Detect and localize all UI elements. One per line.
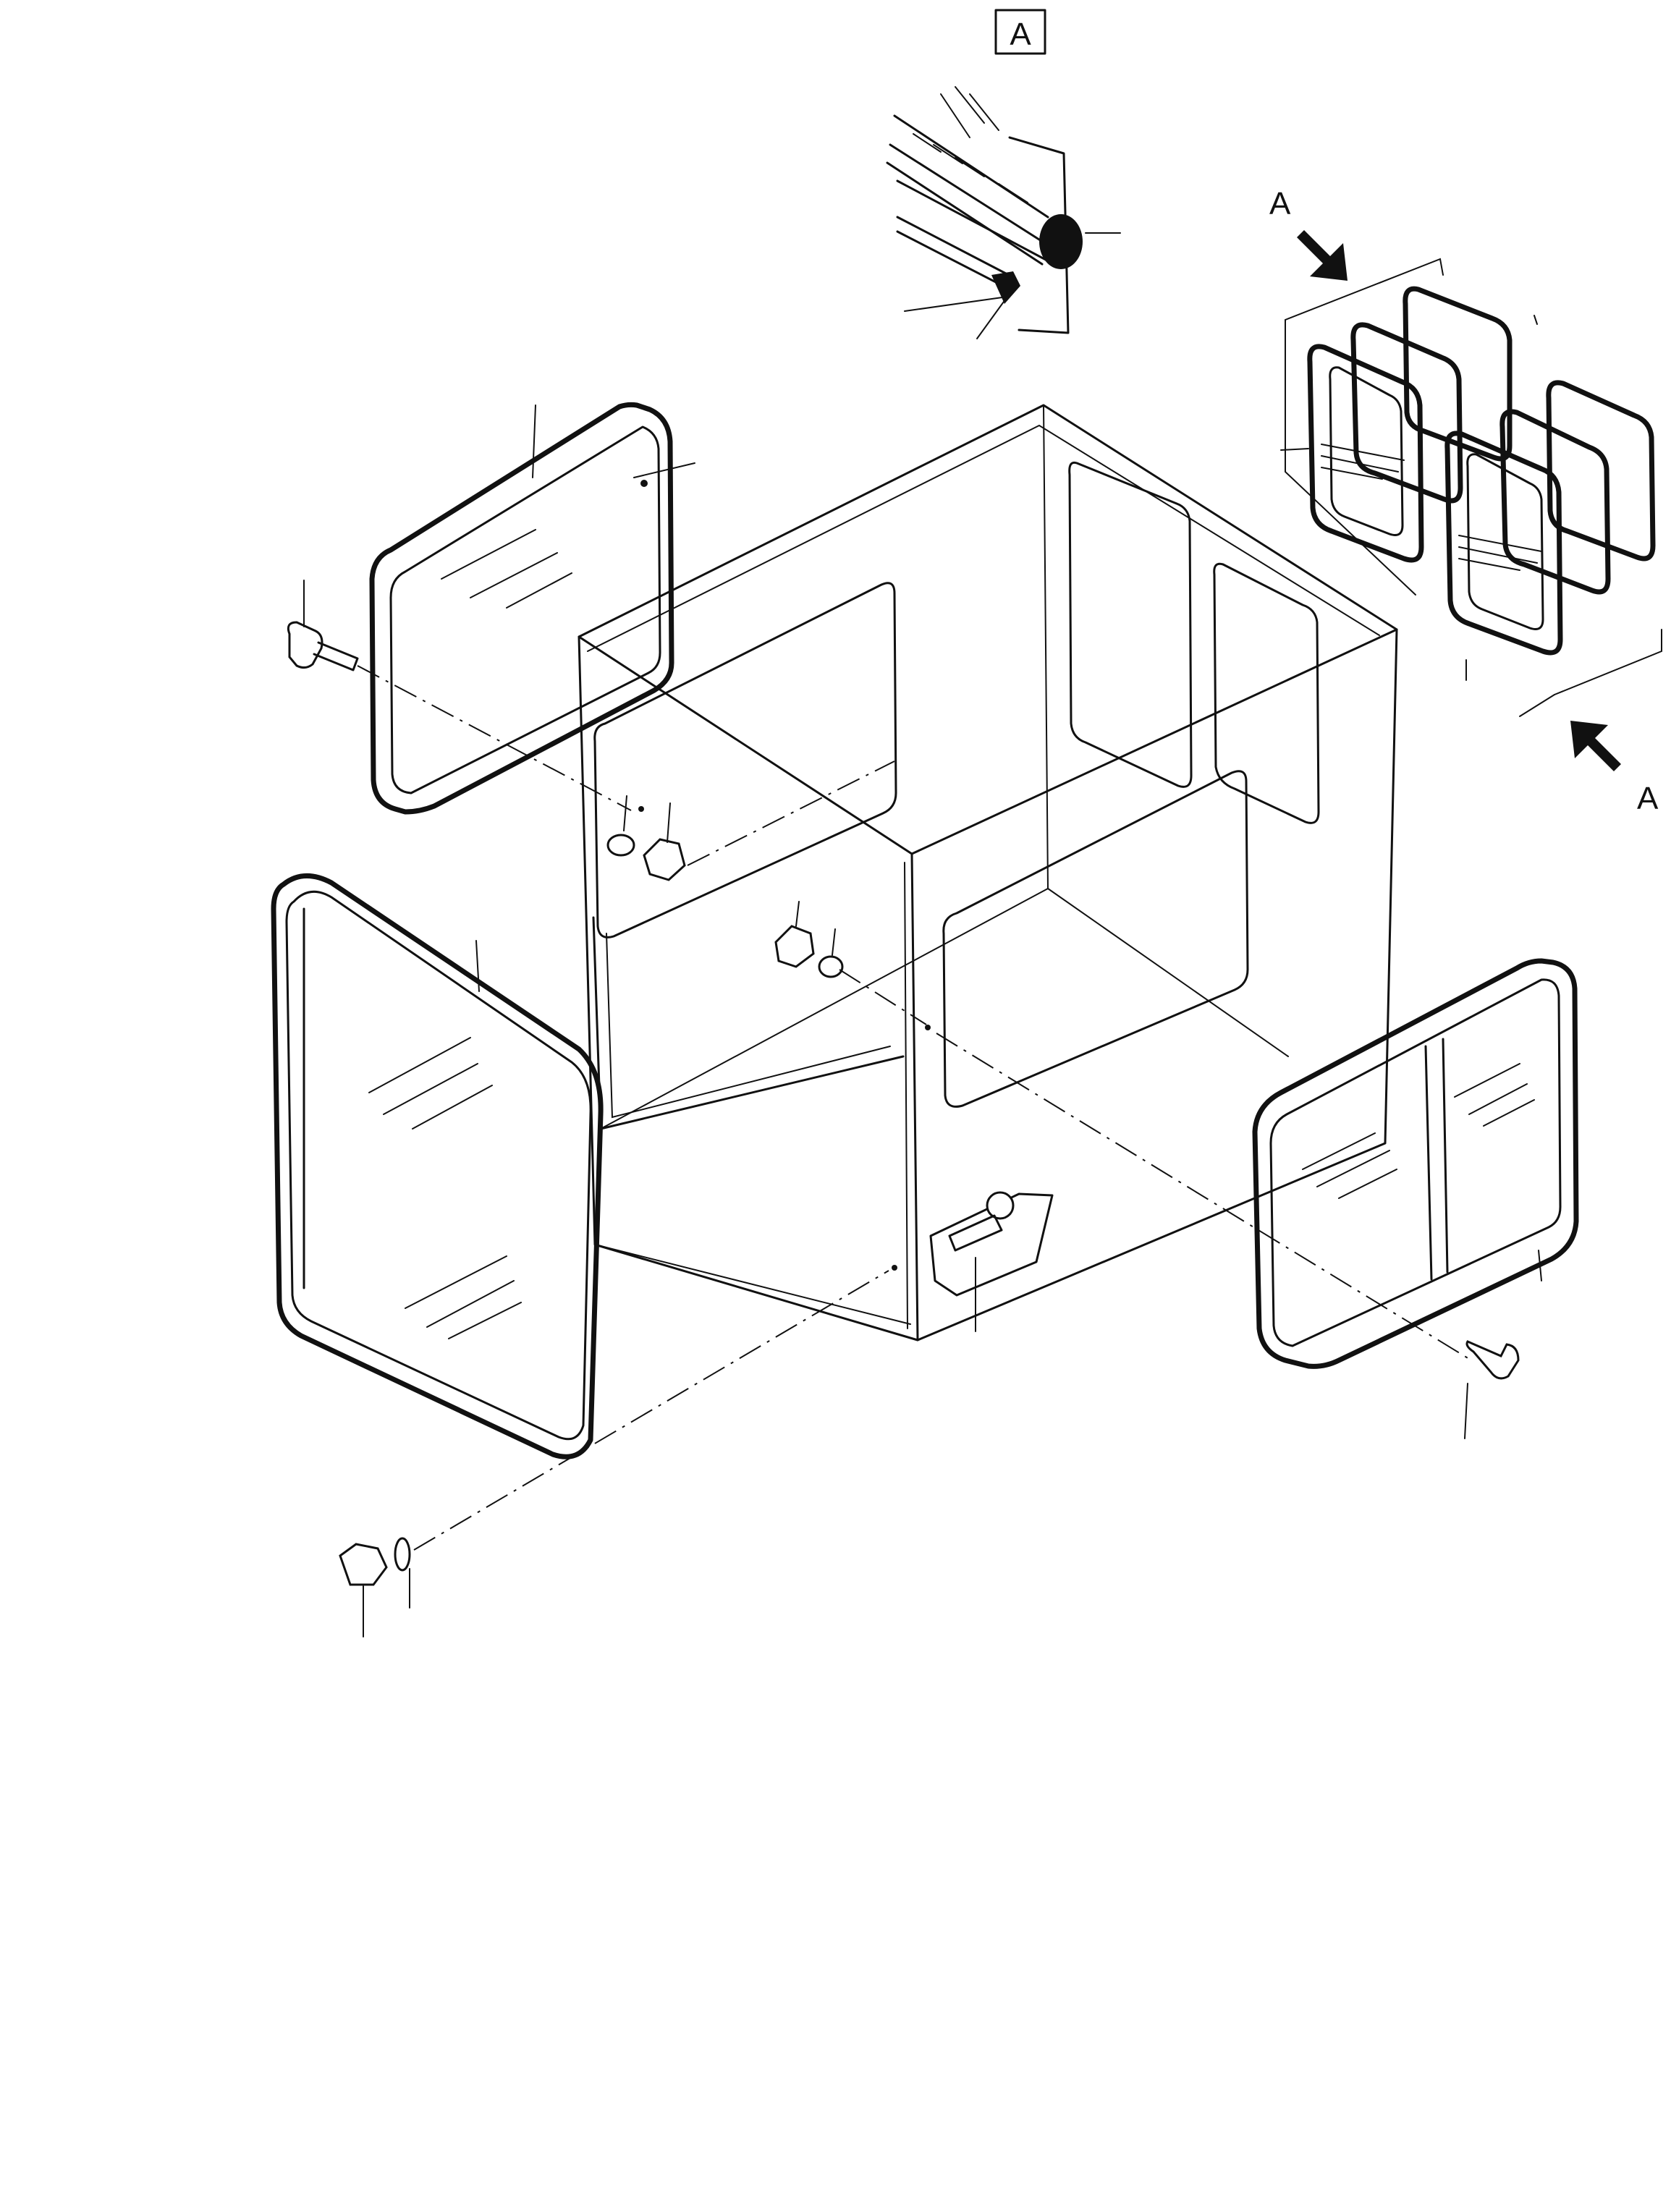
lower-right-sliding-window — [1252, 958, 1579, 1439]
lower-left-front-window — [271, 873, 604, 1637]
view-arrow-bottom-label: A — [1637, 781, 1659, 816]
detail-a: A — [886, 9, 1121, 339]
detail-a-label: A — [1010, 17, 1031, 52]
fastener-set — [606, 795, 844, 978]
view-arrow-top-label: A — [1269, 186, 1291, 221]
upper-left-side-window — [287, 402, 695, 815]
assembly-centerlines — [357, 665, 1470, 1551]
seal-kit-exploded: A A — [1269, 186, 1662, 816]
view-arrow-bottom-icon — [1570, 721, 1621, 771]
detail-a-label-box — [994, 9, 1046, 55]
view-arrow-top-icon — [1297, 230, 1348, 281]
cab-body — [578, 404, 1398, 1342]
